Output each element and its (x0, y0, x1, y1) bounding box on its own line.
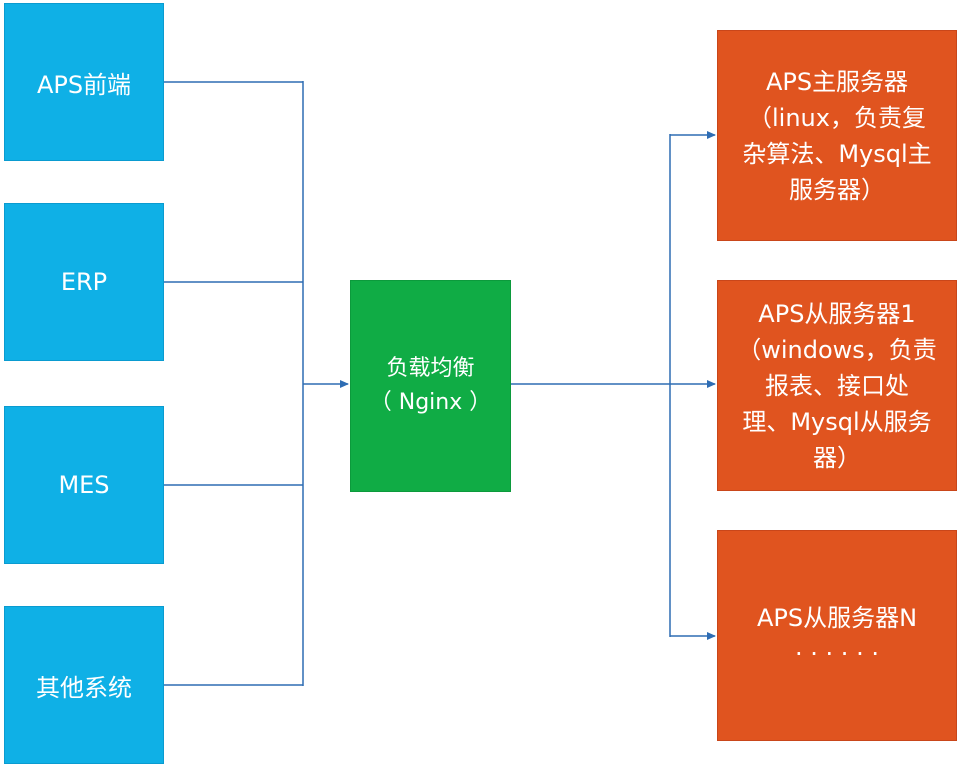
source-label: MES (58, 471, 110, 499)
source-box-mes: MES (4, 406, 164, 564)
balancer-title: 负载均衡 (386, 355, 475, 381)
balancer-subtitle: （ Nginx ） (369, 390, 492, 415)
load-balancer-box: 负载均衡 （ Nginx ） (350, 280, 511, 492)
server-text-line: APS主服务器 (765, 67, 909, 96)
server-text-line: 报表、接口处 (765, 371, 909, 400)
server-text-line: APS从服务器1 (758, 299, 916, 328)
server-box-main: APS主服务器 （linux，负责复 杂算法、Mysql主 服务器） (717, 30, 957, 241)
server-text-line: 服务器） (789, 175, 885, 204)
source-label: APS前端 (36, 70, 132, 99)
source-label: ERP (60, 268, 108, 296)
server-text-line: 器） (813, 443, 861, 472)
source-box-aps-frontend: APS前端 (4, 3, 164, 161)
server-box-slave-n: APS从服务器N · · · · · · (717, 530, 957, 741)
server-text-line: （windows，负责 (737, 335, 937, 364)
server-ellipsis: · · · · · · (795, 639, 879, 668)
server-text-line: 杂算法、Mysql主 (742, 139, 932, 168)
source-box-other-systems: 其他系统 (4, 606, 164, 764)
server-text-line: APS从服务器N (756, 603, 918, 632)
source-label: 其他系统 (36, 673, 132, 702)
server-text-line: 理、Mysql从服务 (742, 407, 932, 436)
server-box-slave-1: APS从服务器1 （windows，负责 报表、接口处 理、Mysql从服务 器… (717, 280, 957, 491)
source-box-erp: ERP (4, 203, 164, 361)
server-text-line: （linux，负责复 (748, 103, 926, 132)
